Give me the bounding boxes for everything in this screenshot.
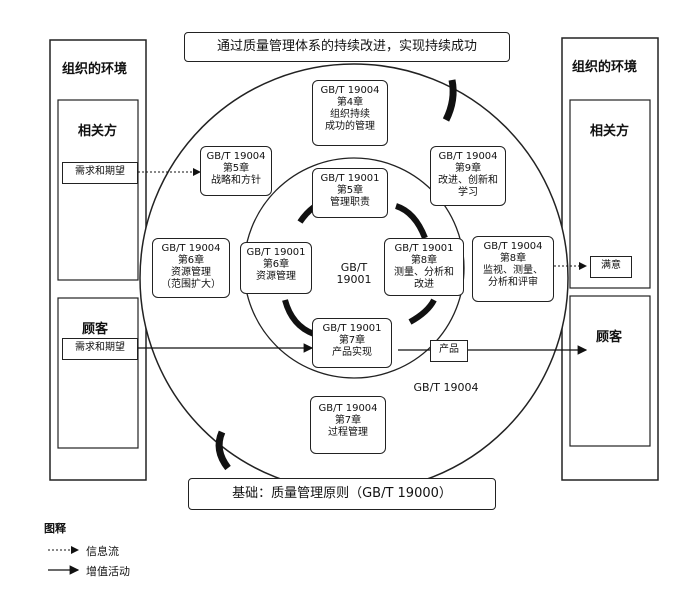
legend-value-activity: 增值活动 — [86, 565, 130, 578]
inner-box-ch5: GB/T 19001 第5章 管理职责 — [312, 168, 388, 218]
left-panel-interested-frame — [57, 99, 139, 281]
left-needs-expectations-2: 需求和期望 — [62, 338, 138, 360]
outer-box-ch9: GB/T 19004 第9章 改进、创新和 学习 — [430, 146, 506, 206]
right-interested-parties: 相关方 — [590, 124, 630, 139]
inner-box-ch7: GB/T 19001 第7章 产品实现 — [312, 318, 392, 368]
cycle-arrow-right — [394, 203, 428, 240]
legend-title: 图释 — [44, 522, 66, 535]
cycle-arrow-left — [282, 299, 316, 337]
inner-box-ch6: GB/T 19001 第6章 资源管理 — [240, 242, 312, 294]
right-panel-customer-frame — [569, 295, 651, 447]
bottom-banner: 基础：质量管理原则（GB/T 19000） — [188, 478, 496, 510]
outer-arrow-bottom — [215, 430, 231, 471]
left-panel-title: 组织的环境 — [62, 62, 128, 77]
outer-box-ch6: GB/T 19004 第6章 资源管理 （范围扩大） — [152, 238, 230, 298]
legend-info-flow: 信息流 — [86, 545, 119, 558]
right-satisfaction: 满意 — [590, 256, 632, 278]
top-banner: 通过质量管理体系的持续改进，实现持续成功 — [184, 32, 510, 62]
product-box: 产品 — [430, 340, 468, 362]
left-needs-expectations-1: 需求和期望 — [62, 162, 138, 184]
left-panel-customer-frame — [57, 297, 139, 449]
outer-box-ch5: GB/T 19004 第5章 战略和方针 — [200, 146, 272, 196]
outer-box-ch4: GB/T 19004 第4章 组织持续 成功的管理 — [312, 80, 388, 146]
right-panel-title: 组织的环境 — [572, 60, 638, 75]
right-customers: 顾客 — [596, 330, 623, 345]
inner-box-ch8: GB/T 19001 第8章 测量、分析和 改进 — [384, 238, 464, 296]
outer-arrow-top — [442, 79, 457, 122]
inner-circle-label: GB/T 19001 — [336, 261, 372, 286]
outer-box-ch7: GB/T 19004 第7章 过程管理 — [310, 396, 386, 454]
outer-ring-label: GB/T 19004 — [413, 381, 479, 394]
left-interested-parties: 相关方 — [78, 124, 118, 139]
left-customers: 顾客 — [82, 322, 109, 337]
cycle-arrow-bottom — [408, 298, 437, 325]
outer-box-ch8: GB/T 19004 第8章 监视、测量、 分析和评审 — [472, 236, 554, 302]
